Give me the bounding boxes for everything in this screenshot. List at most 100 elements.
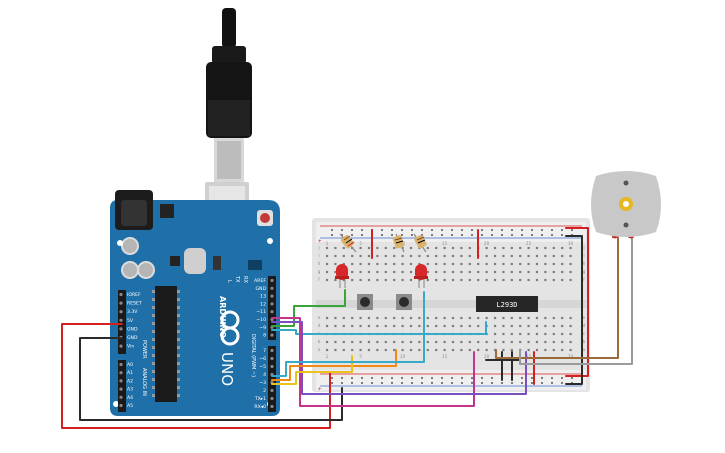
- chip-label: L293D: [496, 301, 517, 309]
- wire-yellow: [271, 355, 353, 385]
- digital-pin-label: AREF: [254, 278, 266, 284]
- resistor: [339, 233, 357, 253]
- analog-section-label: ANALOG IN: [141, 368, 147, 396]
- digital-pin-label: 12: [260, 301, 266, 307]
- power-pin-label: RESET: [127, 301, 142, 307]
- power-pin-label: GND: [127, 326, 138, 332]
- column-number: 15: [442, 354, 448, 359]
- row-letter: e: [318, 315, 321, 320]
- analog-pin-label: A0: [127, 362, 133, 368]
- analog-pin[interactable]: [119, 395, 123, 399]
- analog-header[interactable]: [118, 360, 126, 412]
- digital-pin-label: ~9: [259, 325, 266, 331]
- digital-pin-label: 13: [260, 294, 266, 300]
- breadboard: 115510101515202025253030jjiihhggffeeddcc…: [312, 218, 590, 393]
- power-pin-label: 3.3V: [127, 309, 138, 315]
- digital-pin-label: 2: [263, 388, 266, 394]
- row-letter: f: [583, 277, 585, 282]
- wire-gnd: [79, 337, 343, 421]
- column-number: 1: [326, 354, 329, 359]
- analog-pin[interactable]: [119, 371, 123, 375]
- analog-pin[interactable]: [119, 362, 123, 367]
- led-rx-label: RX: [242, 276, 248, 283]
- power-section-label: POWER: [141, 340, 147, 359]
- power-pin[interactable]: [119, 318, 123, 322]
- digital-header-top[interactable]: [268, 276, 276, 340]
- crystal: [184, 248, 206, 274]
- digital-pin-label: TX▸1: [254, 396, 266, 402]
- digital-pin-label: ~10: [256, 317, 266, 323]
- digital-pin[interactable]: [270, 404, 274, 409]
- power-pin[interactable]: [119, 301, 123, 305]
- row-letter: g: [318, 269, 321, 274]
- row-letter: d: [583, 323, 586, 328]
- led-tx-label: TX: [234, 275, 240, 283]
- analog-pin-label: A3: [127, 387, 133, 393]
- digital-pin-label: ~3: [259, 380, 266, 386]
- digital-pin[interactable]: [270, 388, 274, 393]
- wire-rail-red: [565, 227, 589, 377]
- column-number: 25: [526, 354, 532, 359]
- arduino-logo: [220, 310, 240, 346]
- power-pin-label: Vin: [127, 344, 134, 350]
- power-pin[interactable]: [119, 344, 123, 348]
- row-letter: a: [318, 347, 321, 352]
- digital-pin-label: 4: [263, 372, 266, 378]
- digital-pin-label: GND: [255, 286, 266, 292]
- row-letter: a: [583, 347, 586, 352]
- usb-cable: [205, 8, 252, 228]
- analog-pin[interactable]: [119, 379, 123, 383]
- row-letter: c: [583, 331, 585, 336]
- rail-plus-label: +: [318, 239, 322, 245]
- analog-pin-label: A5: [127, 403, 133, 409]
- power-pin[interactable]: [119, 292, 123, 297]
- resistor: [413, 233, 427, 253]
- digital-pin[interactable]: [270, 278, 274, 283]
- digital-pin-label: ~6: [259, 356, 266, 362]
- power-header[interactable]: [118, 290, 126, 354]
- row-letter: h: [318, 261, 321, 266]
- analog-pin-label: A1: [127, 370, 133, 376]
- digital-pin[interactable]: [270, 286, 274, 290]
- column-number: 15: [442, 241, 448, 246]
- digital-pin[interactable]: [270, 302, 274, 306]
- digital-pin[interactable]: [270, 333, 274, 337]
- power-pin[interactable]: [119, 310, 123, 314]
- digital-pin[interactable]: [270, 348, 274, 353]
- row-letter: j: [317, 245, 319, 250]
- atmega-chip: [155, 286, 177, 402]
- analog-pin-label: A2: [127, 378, 133, 384]
- column-number: 20: [484, 241, 490, 246]
- row-letter: e: [583, 315, 586, 320]
- led-l-label: L: [226, 280, 232, 283]
- column-number: 5: [359, 354, 362, 359]
- digital-pin[interactable]: [270, 310, 274, 314]
- analog-pin[interactable]: [119, 403, 123, 408]
- digital-pin-label: RX◂0: [254, 404, 266, 410]
- wire-orange: [271, 349, 397, 381]
- digital-pin[interactable]: [270, 356, 274, 361]
- row-letter: b: [583, 339, 586, 344]
- led-red: [414, 264, 428, 288]
- digital-pin[interactable]: [270, 294, 274, 298]
- analog-pin[interactable]: [119, 387, 123, 391]
- digital-pin[interactable]: [270, 364, 274, 369]
- dc-motor: [591, 171, 661, 239]
- led-red: [335, 264, 349, 288]
- motor-lead-brown: [495, 235, 619, 359]
- column-number: 5: [359, 241, 362, 246]
- column-number: 25: [526, 241, 532, 246]
- column-number: 30: [568, 241, 574, 246]
- wire-magenta: [271, 317, 475, 407]
- board-name: UNO: [218, 352, 236, 386]
- push-button[interactable]: [396, 294, 412, 310]
- digital-pin[interactable]: [270, 396, 274, 401]
- digital-section-label: DIGITAL (PWM ~): [250, 334, 256, 377]
- push-button[interactable]: [357, 294, 373, 310]
- motor-driver-chip: L293D: [476, 296, 538, 312]
- power-pin[interactable]: [119, 327, 123, 331]
- wire-5v: [61, 323, 331, 429]
- wire-cyan: [271, 321, 487, 335]
- power-pin-label: 5V: [127, 318, 134, 324]
